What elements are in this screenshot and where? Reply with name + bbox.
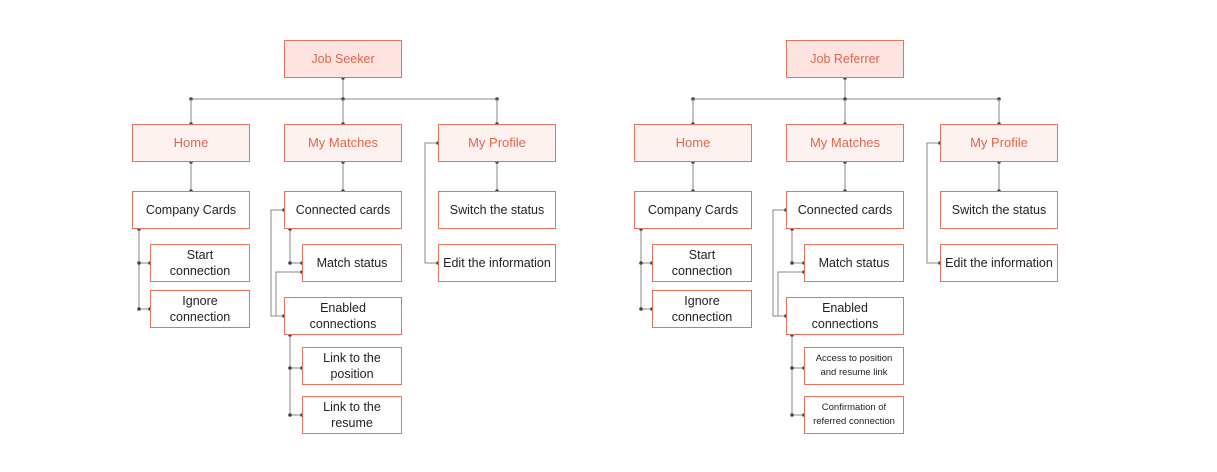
referrer-home-node: Home [634, 124, 752, 162]
referrer-access-link-node: Access to position and resume link [804, 347, 904, 385]
connector-line [772, 209, 786, 317]
connector-dot [288, 366, 292, 370]
seeker-company-cards-node: Company Cards [132, 191, 250, 229]
connector-dot [288, 413, 292, 417]
referrer-enabled-connections-node: Enabled connections [786, 297, 904, 335]
connector-dot [790, 261, 794, 265]
referrer-my-profile-node: My Profile [940, 124, 1058, 162]
referrer-edit-information-node: Edit the information [940, 244, 1058, 282]
referrer-match-status-node: Match status [804, 244, 904, 282]
connector-dot [288, 261, 292, 265]
referrer-connected-cards-node: Connected cards [786, 191, 904, 229]
connector-line [424, 142, 438, 264]
seeker-link-position-node: Link to the position [302, 347, 402, 385]
connector-line [275, 271, 302, 316]
seeker-my-matches-node: My Matches [284, 124, 402, 162]
job-seeker-root: Job Seeker [284, 40, 402, 78]
connector-dot [137, 307, 141, 311]
seeker-start-connection-node: Start connection [150, 244, 250, 282]
connector-dot [639, 261, 643, 265]
connector-dot [790, 366, 794, 370]
connector-line [270, 209, 284, 317]
referrer-ignore-connection-node: Ignore connection [652, 290, 752, 328]
referrer-start-connection-node: Start connection [652, 244, 752, 282]
job-referrer-root: Job Referrer [786, 40, 904, 78]
seeker-edit-information-node: Edit the information [438, 244, 556, 282]
connector-dot [137, 261, 141, 265]
seeker-enabled-connections-node: Enabled connections [284, 297, 402, 335]
seeker-home-node: Home [132, 124, 250, 162]
seeker-link-resume-node: Link to the resume [302, 396, 402, 434]
referrer-my-matches-node: My Matches [786, 124, 904, 162]
connector-dot [790, 413, 794, 417]
referrer-switch-status-node: Switch the status [940, 191, 1058, 229]
seeker-my-profile-node: My Profile [438, 124, 556, 162]
referrer-confirmation-node: Confirmation of referred connection [804, 396, 904, 434]
connector-line [777, 271, 804, 316]
seeker-match-status-node: Match status [302, 244, 402, 282]
seeker-ignore-connection-node: Ignore connection [150, 290, 250, 328]
connector-dot [639, 307, 643, 311]
seeker-switch-status-node: Switch the status [438, 191, 556, 229]
connector-line [926, 142, 940, 264]
referrer-company-cards-node: Company Cards [634, 191, 752, 229]
seeker-connected-cards-node: Connected cards [284, 191, 402, 229]
